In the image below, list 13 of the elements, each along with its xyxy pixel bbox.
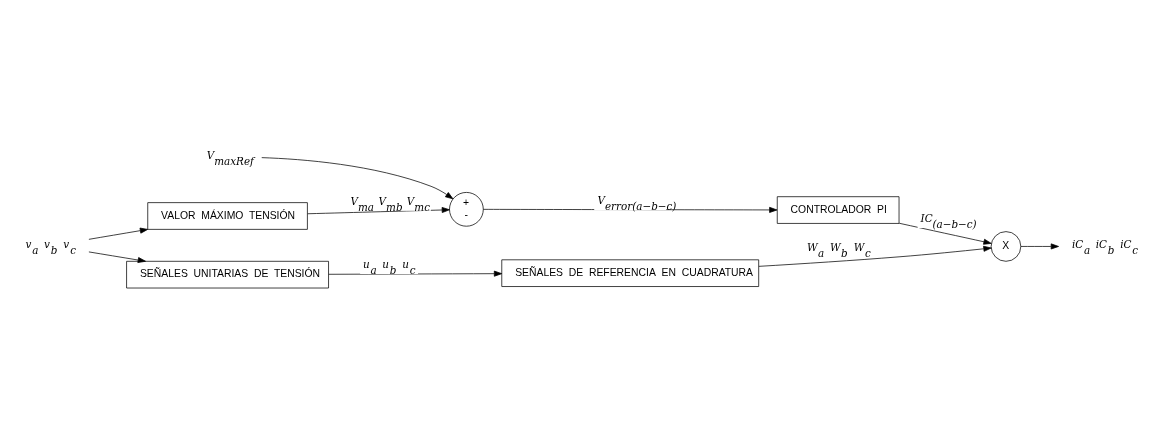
arrow xyxy=(898,222,992,245)
node-box: SEÑALES DE REFERENCIA EN CUADRATURA xyxy=(501,259,760,287)
node-circle: + - xyxy=(449,192,484,227)
arrow xyxy=(1020,243,1059,250)
arrow xyxy=(261,157,454,200)
node-box: SEÑALES UNITARIAS DE TENSIÓN xyxy=(126,260,329,289)
arrow xyxy=(328,270,503,277)
arrow xyxy=(758,245,992,267)
node-box: CONTROLADOR PI xyxy=(776,196,900,224)
arrow xyxy=(88,227,149,240)
arrow xyxy=(88,251,146,263)
node-circle: X xyxy=(990,231,1022,262)
node-box: VALOR MÁXIMO TENSIÓN xyxy=(147,202,308,230)
